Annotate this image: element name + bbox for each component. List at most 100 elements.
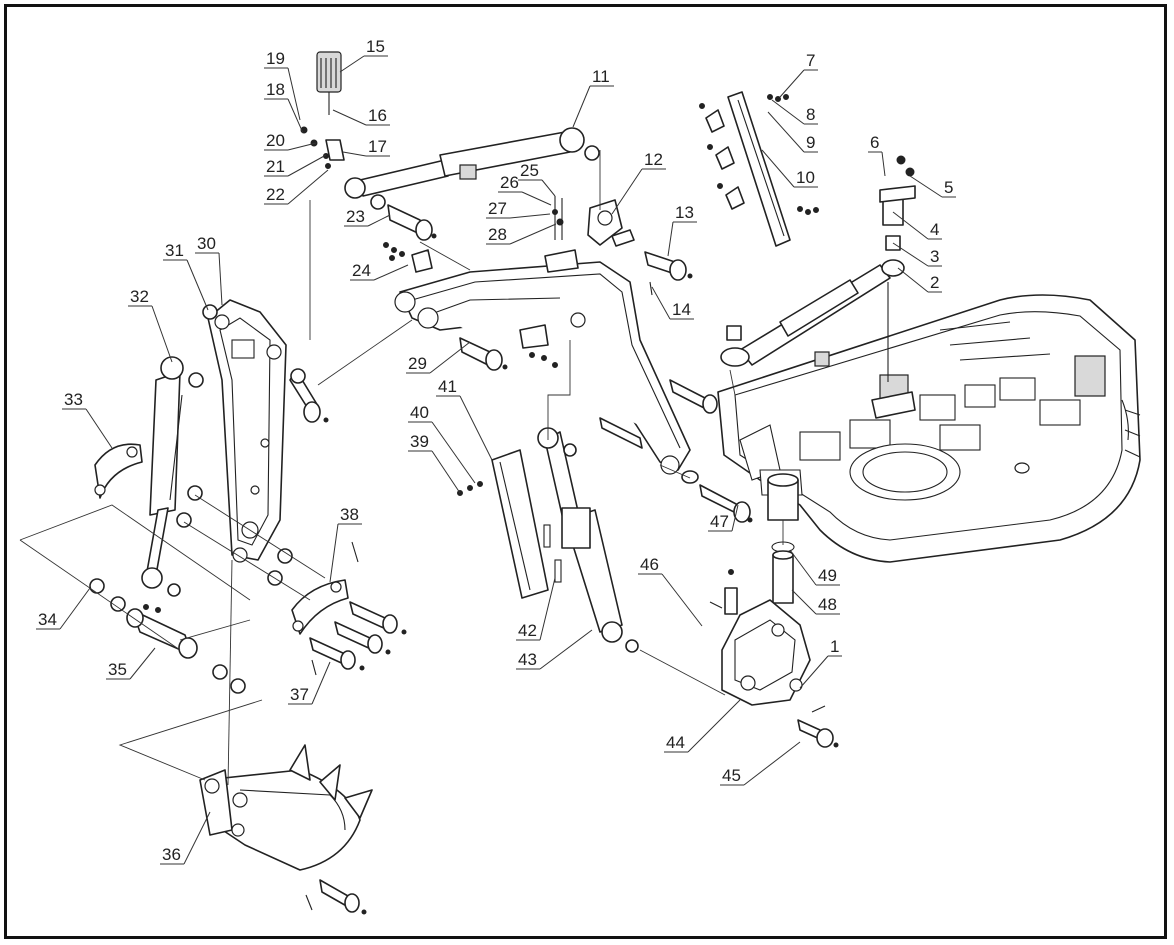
callout-leader bbox=[329, 523, 339, 583]
callout-42: 42 bbox=[516, 577, 556, 641]
callout-leader bbox=[431, 421, 476, 484]
boom bbox=[394, 199, 718, 475]
callout-number: 26 bbox=[500, 173, 519, 192]
callout-47: 47 bbox=[708, 504, 739, 532]
callout-number: 47 bbox=[710, 512, 729, 531]
callout-number: 20 bbox=[266, 131, 285, 150]
callout-1: 1 bbox=[799, 637, 842, 689]
callout-13: 13 bbox=[667, 203, 697, 257]
callout-5: 5 bbox=[909, 175, 956, 198]
callout-leader bbox=[779, 69, 805, 98]
bucket-cylinder bbox=[141, 356, 204, 597]
callout-number: 30 bbox=[197, 234, 216, 253]
callout-2: 2 bbox=[897, 267, 942, 293]
callout-number: 16 bbox=[368, 106, 387, 125]
callout-leader bbox=[743, 741, 801, 786]
pin-45 bbox=[797, 705, 839, 748]
callout-number: 46 bbox=[640, 555, 659, 574]
callout-7: 7 bbox=[779, 51, 818, 98]
callout-27: 27 bbox=[486, 199, 551, 219]
callout-number: 44 bbox=[666, 733, 685, 752]
callout-40: 40 bbox=[408, 403, 476, 484]
upper-frame-chassis bbox=[717, 294, 1141, 563]
callout-leader bbox=[572, 85, 591, 128]
callout-number: 15 bbox=[366, 37, 385, 56]
callout-number: 14 bbox=[672, 300, 691, 319]
callout-leader bbox=[287, 67, 301, 121]
callout-leader bbox=[791, 589, 817, 615]
callout-leader bbox=[892, 211, 929, 240]
callout-21: 21 bbox=[264, 154, 327, 177]
link-plate-38 bbox=[291, 579, 349, 635]
callout-28: 28 bbox=[486, 223, 557, 245]
callout-33: 33 bbox=[62, 390, 113, 449]
callout-number: 32 bbox=[130, 287, 149, 306]
callout-number: 38 bbox=[340, 505, 359, 524]
callout-leader bbox=[311, 661, 331, 705]
callout-leader bbox=[661, 573, 703, 627]
callout-leader bbox=[731, 504, 739, 532]
callout-leader bbox=[909, 175, 943, 198]
assembly-lines bbox=[19, 150, 784, 786]
callout-leader bbox=[287, 98, 304, 134]
callout-number: 28 bbox=[488, 225, 507, 244]
callout-leader bbox=[897, 267, 929, 293]
callout-leader bbox=[892, 242, 929, 267]
callout-leader bbox=[339, 55, 365, 73]
callout-number: 48 bbox=[818, 595, 837, 614]
pin-31 bbox=[202, 304, 218, 320]
link-35 bbox=[126, 604, 198, 659]
callout-leader bbox=[509, 213, 551, 219]
callout-leader bbox=[611, 168, 643, 215]
swing-post bbox=[767, 473, 799, 604]
sensor-assembly bbox=[300, 51, 345, 169]
callout-45: 45 bbox=[720, 741, 801, 786]
callout-number: 12 bbox=[644, 150, 663, 169]
callout-leader bbox=[761, 149, 795, 188]
callout-leader bbox=[509, 223, 557, 245]
callout-number: 19 bbox=[266, 49, 285, 68]
callout-number: 36 bbox=[162, 845, 181, 864]
callout-22: 22 bbox=[264, 169, 329, 205]
callout-26: 26 bbox=[498, 173, 552, 206]
callout-number: 5 bbox=[944, 178, 953, 197]
callout-leader bbox=[431, 450, 461, 494]
callout-leader bbox=[429, 341, 471, 374]
callout-17: 17 bbox=[342, 137, 390, 157]
callout-leader bbox=[59, 587, 91, 630]
callout-15: 15 bbox=[339, 37, 388, 73]
callout-leader bbox=[218, 252, 223, 306]
callout-number: 13 bbox=[675, 203, 694, 222]
callout-leader bbox=[287, 154, 327, 177]
pins-42 bbox=[543, 524, 562, 583]
arm bbox=[207, 299, 287, 563]
callout-leader bbox=[332, 109, 367, 126]
callout-leader bbox=[541, 179, 556, 197]
callout-number: 40 bbox=[410, 403, 429, 422]
callout-34: 34 bbox=[36, 587, 91, 630]
callout-leader bbox=[287, 142, 317, 151]
callout-46: 46 bbox=[638, 555, 703, 627]
callout-number: 9 bbox=[806, 133, 815, 152]
callout-11: 11 bbox=[572, 67, 614, 128]
callout-number: 23 bbox=[346, 207, 365, 226]
callout-number: 42 bbox=[518, 621, 537, 640]
pins-37 bbox=[309, 541, 407, 676]
callout-number: 41 bbox=[438, 377, 457, 396]
callout-number: 27 bbox=[488, 199, 507, 218]
callout-16: 16 bbox=[332, 106, 390, 126]
callout-41: 41 bbox=[436, 377, 493, 461]
callout-leader bbox=[767, 111, 805, 153]
callout-48: 48 bbox=[791, 589, 840, 615]
callout-number: 43 bbox=[518, 650, 537, 669]
callout-leader bbox=[651, 286, 671, 320]
callout-layer: 1234567891011121314151617181920212223242… bbox=[36, 37, 956, 865]
callout-32: 32 bbox=[128, 287, 173, 363]
boom-cylinder bbox=[344, 127, 600, 210]
callout-number: 37 bbox=[290, 685, 309, 704]
callout-19: 19 bbox=[264, 49, 301, 121]
callout-leader bbox=[799, 655, 829, 689]
callout-31: 31 bbox=[163, 241, 209, 311]
callout-number: 49 bbox=[818, 566, 837, 585]
callout-number: 4 bbox=[930, 220, 939, 239]
